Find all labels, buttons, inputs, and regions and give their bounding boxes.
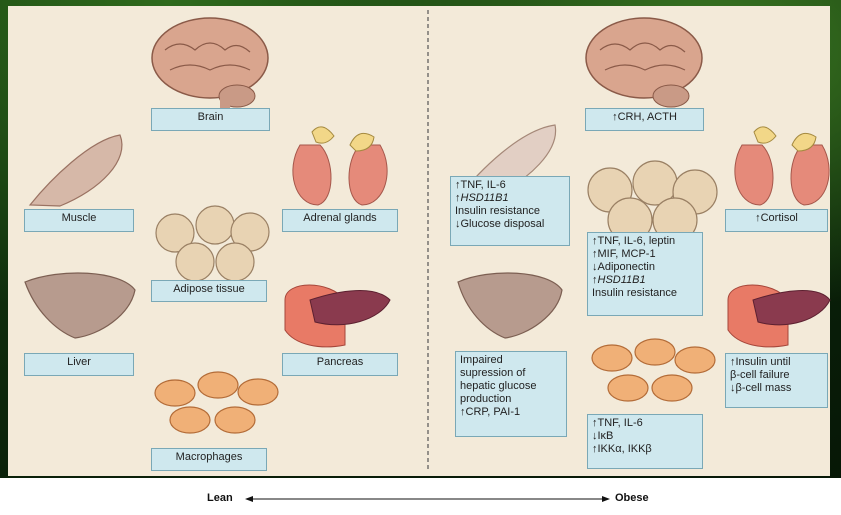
macrophages-label: Macrophages (151, 448, 267, 471)
adrenal-obese-label: ↑Cortisol (725, 209, 828, 232)
liver-icon (25, 273, 135, 338)
brain-icon (586, 18, 702, 107)
pancreas-obese-line: ↑Insulin until (730, 356, 823, 369)
adipose-obese-line: Insulin resistance (592, 287, 698, 300)
macrophages-obese-line: ↑TNF, IL-6 (592, 417, 698, 430)
brain-icon (152, 18, 268, 108)
muscle-obese-line: Insulin resistance (455, 205, 565, 218)
adrenal-glands-icon (293, 127, 387, 205)
macrophages-icon (592, 339, 715, 401)
macrophages-obese-label: ↑TNF, IL-6 ↓IκB ↑IKKα, IKKβ (587, 414, 703, 469)
pancreas-obese-label: ↑Insulin until β-cell failure ↓β-cell ma… (725, 353, 828, 408)
adipose-obese-label: ↑TNF, IL-6, leptin ↑MIF, MCP-1 ↓Adiponec… (587, 232, 703, 316)
muscle-icon (30, 135, 122, 206)
adipose-obese-line: ↑MIF, MCP-1 (592, 248, 698, 261)
adipose-tissue-icon (588, 161, 717, 242)
macrophages-obese-line: ↑IKKα, IKKβ (592, 443, 698, 456)
liver-obese-line: production (460, 393, 562, 406)
liver-obese-line: hepatic glucose (460, 380, 562, 393)
adrenal-glands-label: Adrenal glands (282, 209, 398, 232)
brain-obese-label: ↑CRH, ACTH (585, 108, 704, 131)
muscle-obese-line: ↑HSD11B1 (455, 192, 565, 205)
liver-label: Liver (24, 353, 134, 376)
adipose-tissue-label: Adipose tissue (151, 280, 267, 302)
arrowhead-left-icon (245, 496, 253, 502)
obese-axis-label: Obese (615, 492, 649, 504)
liver-obese-line: Impaired (460, 354, 562, 367)
liver-icon (458, 273, 562, 338)
arrowhead-right-icon (602, 496, 610, 502)
muscle-obese-line: ↓Glucose disposal (455, 218, 565, 231)
liver-obese-line: supression of (460, 367, 562, 380)
muscle-label: Muscle (24, 209, 134, 232)
pancreas-icon (728, 285, 830, 347)
liver-obese-label: Impaired supression of hepatic glucose p… (455, 351, 567, 437)
macrophages-icon (155, 372, 278, 433)
macrophages-obese-line: ↓IκB (592, 430, 698, 443)
lean-axis-label: Lean (207, 492, 233, 504)
liver-obese-line: ↑CRP, PAI-1 (460, 406, 562, 419)
adrenal-glands-icon (735, 127, 829, 205)
adipose-obese-line: ↓Adiponectin (592, 261, 698, 274)
muscle-obese-label: ↑TNF, IL-6 ↑HSD11B1 Insulin resistance ↓… (450, 176, 570, 246)
adipose-obese-line: ↑TNF, IL-6, leptin (592, 235, 698, 248)
pancreas-obese-line: β-cell failure (730, 369, 823, 382)
brain-label: Brain (151, 108, 270, 131)
adipose-obese-line: ↑HSD11B1 (592, 274, 698, 287)
pancreas-label: Pancreas (282, 353, 398, 376)
pancreas-obese-line: ↓β-cell mass (730, 382, 823, 395)
pancreas-icon (285, 285, 390, 347)
adipose-tissue-icon (156, 206, 269, 281)
muscle-obese-line: ↑TNF, IL-6 (455, 179, 565, 192)
